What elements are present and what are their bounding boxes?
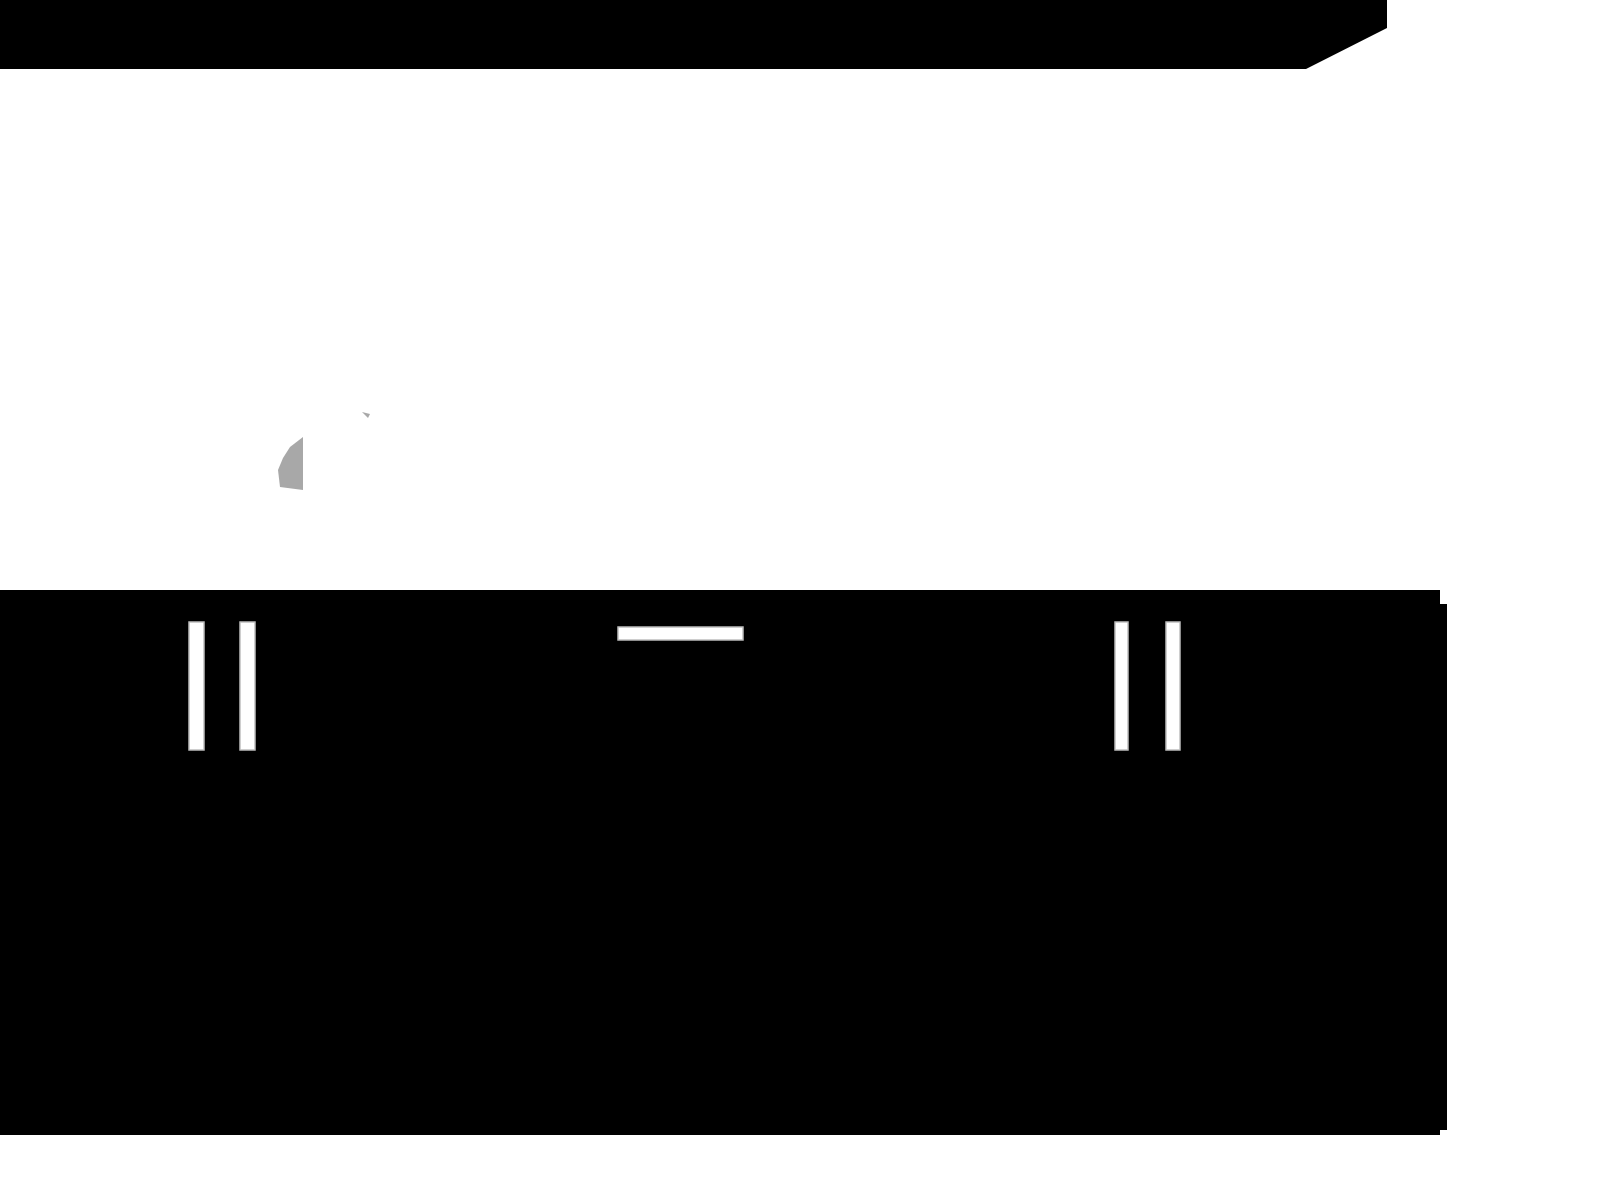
handle-left-1[interactable]	[188, 621, 205, 751]
gray-fragment-small	[362, 412, 370, 418]
handle-right-1[interactable]	[1114, 621, 1129, 751]
gray-fragment	[278, 437, 303, 490]
handle-left-2[interactable]	[239, 621, 256, 751]
handle-right-2[interactable]	[1165, 621, 1181, 751]
sideboard	[0, 590, 1447, 1135]
handle-center-drawer[interactable]	[617, 626, 744, 641]
upper-cabinet	[0, 0, 1387, 69]
